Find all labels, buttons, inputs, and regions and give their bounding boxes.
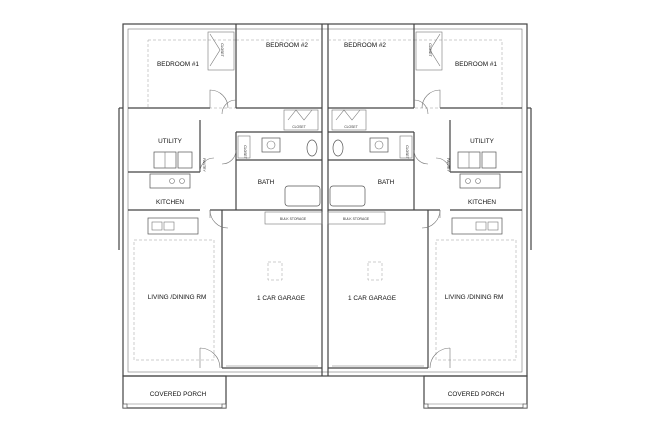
closets: CLOSET CLOSET CLOSET CLOSET CLOSET CLOSE… — [207, 31, 443, 159]
closet-note-left-bath: CLOSET — [243, 145, 247, 159]
label-right-bedroom2: BEDROOM #2 — [344, 42, 386, 49]
kitchen-fixtures — [147, 173, 503, 235]
pantry-note-right: PANTRY — [446, 158, 450, 172]
closet-note-right-bath: CLOSET — [405, 145, 409, 159]
porch-posts — [122, 403, 528, 409]
label-left-garage: 1 CAR GARAGE — [257, 295, 305, 302]
closet-note-right-hall: CLOSET — [344, 125, 358, 129]
pantry-note-left: PANTRY — [202, 158, 206, 172]
closet-note-left-hall: CLOSET — [292, 125, 306, 129]
bath-fixtures — [261, 137, 389, 207]
label-right-kitchen: KITCHEN — [468, 199, 496, 206]
label-left-bedroom1: BEDROOM #1 — [157, 61, 199, 68]
door-swings — [199, 89, 451, 369]
bulk-storage-right: BULK STORAGE — [343, 217, 370, 221]
label-left-porch: COVERED PORCH — [150, 391, 207, 398]
ceiling-dashed-lines — [133, 39, 517, 361]
label-left-bedroom2: BEDROOM #2 — [266, 42, 308, 49]
left-unit-walls — [122, 24, 322, 409]
room-labels: BEDROOM #1 BEDROOM #2 BEDROOM #2 BEDROOM… — [148, 42, 505, 398]
closet-note-left-bed1: CLOSET — [220, 43, 224, 57]
label-right-garage: 1 CAR GARAGE — [348, 295, 396, 302]
label-right-living: LIVING /DINING RM — [445, 294, 504, 301]
bulk-storage-left: BULK STORAGE — [280, 217, 307, 221]
right-unit-walls — [328, 24, 528, 409]
exterior-walls — [118, 23, 532, 377]
label-left-bath: BATH — [258, 179, 275, 186]
label-right-utility: UTILITY — [470, 138, 495, 145]
closet-note-right-bed1: CLOSET — [428, 43, 432, 57]
garage-details: BULK STORAGE BULK STORAGE — [209, 210, 441, 281]
label-left-living: LIVING /DINING RM — [148, 294, 207, 301]
label-left-utility: UTILITY — [158, 138, 183, 145]
utility-appliances: PANTRY PANTRY — [153, 151, 497, 172]
label-right-bath: BATH — [378, 179, 395, 186]
label-right-porch: COVERED PORCH — [448, 391, 505, 398]
label-right-bedroom1: BEDROOM #1 — [455, 61, 497, 68]
label-left-kitchen: KITCHEN — [156, 199, 184, 206]
